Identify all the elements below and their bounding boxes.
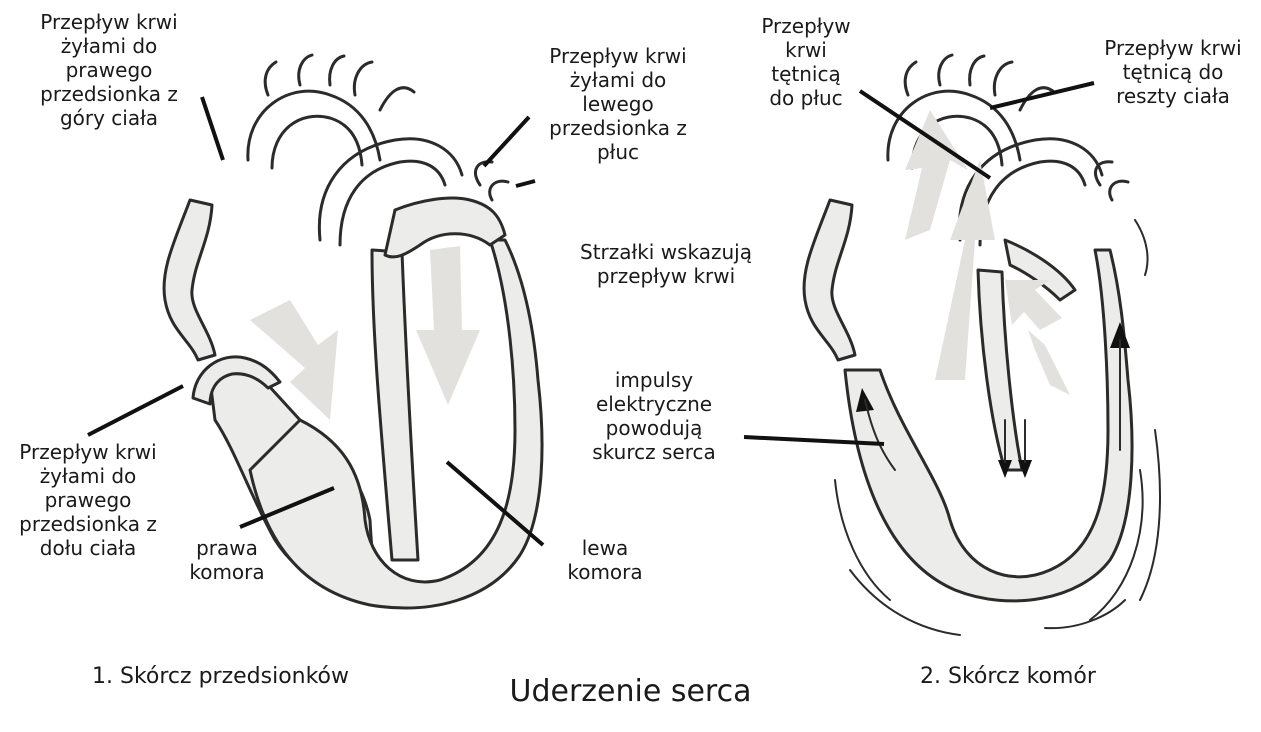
flow-arrow-lower-right	[1028, 330, 1070, 395]
contraction-line-5	[1135, 220, 1148, 275]
label-left-ventricle: lewa komora	[560, 536, 650, 584]
label-veins-lower-right-atrium: Przepływ krwi żyłami do prawego przedsio…	[0, 440, 176, 560]
pulmonary-vein-b	[490, 181, 508, 200]
artery-branch-4	[354, 62, 372, 95]
diagram-title: Uderzenie serca	[0, 672, 1261, 712]
artery-branch-2-4	[994, 62, 1012, 95]
flow-arrow-left-atrium	[416, 246, 480, 405]
heart-ventricular-contraction	[804, 55, 1160, 635]
label-artery-lungs: Przepływ krwi tętnicą do płuc	[736, 14, 876, 110]
heart-atrial-contraction	[164, 55, 542, 608]
pulmonary-vein-2a	[1096, 162, 1112, 185]
contraction-line-6	[1045, 600, 1125, 628]
artery-branch-1	[265, 62, 276, 95]
label-veins-lungs-left-atrium: Przepływ krwi żyłami do lewego przedsion…	[528, 44, 708, 164]
artery-branch-2-3	[970, 56, 984, 85]
label-right-ventricle: prawa komora	[172, 536, 282, 584]
artery-branch-2-1	[905, 62, 916, 95]
artery-branch-5	[380, 88, 414, 110]
septum	[372, 250, 418, 560]
pulmonary-trunk-inner-2	[980, 161, 1085, 245]
leader-veins-lungs	[484, 117, 529, 166]
label-electrical-impulses: impulsy elektryczne powodują skurcz serc…	[564, 368, 744, 464]
leader-veins-lower	[88, 386, 183, 435]
superior-vena-cava-2	[804, 200, 855, 360]
label-arrows-note: Strzałki wskazują przepływ krwi	[556, 240, 776, 288]
label-artery-body: Przepływ krwi tętnicą do reszty ciała	[1088, 36, 1258, 108]
artery-branch-2	[299, 55, 312, 85]
superior-vena-cava	[164, 200, 215, 360]
label-veins-upper-right-atrium: Przepływ krwi żyłami do prawego przedsio…	[24, 10, 194, 130]
leader-veins-lungs-tick	[516, 181, 535, 186]
leader-veins-upper	[202, 97, 223, 160]
artery-branch-2-2	[939, 55, 952, 85]
pulmonary-vein-2b	[1110, 181, 1128, 200]
artery-branch-3	[330, 56, 344, 85]
